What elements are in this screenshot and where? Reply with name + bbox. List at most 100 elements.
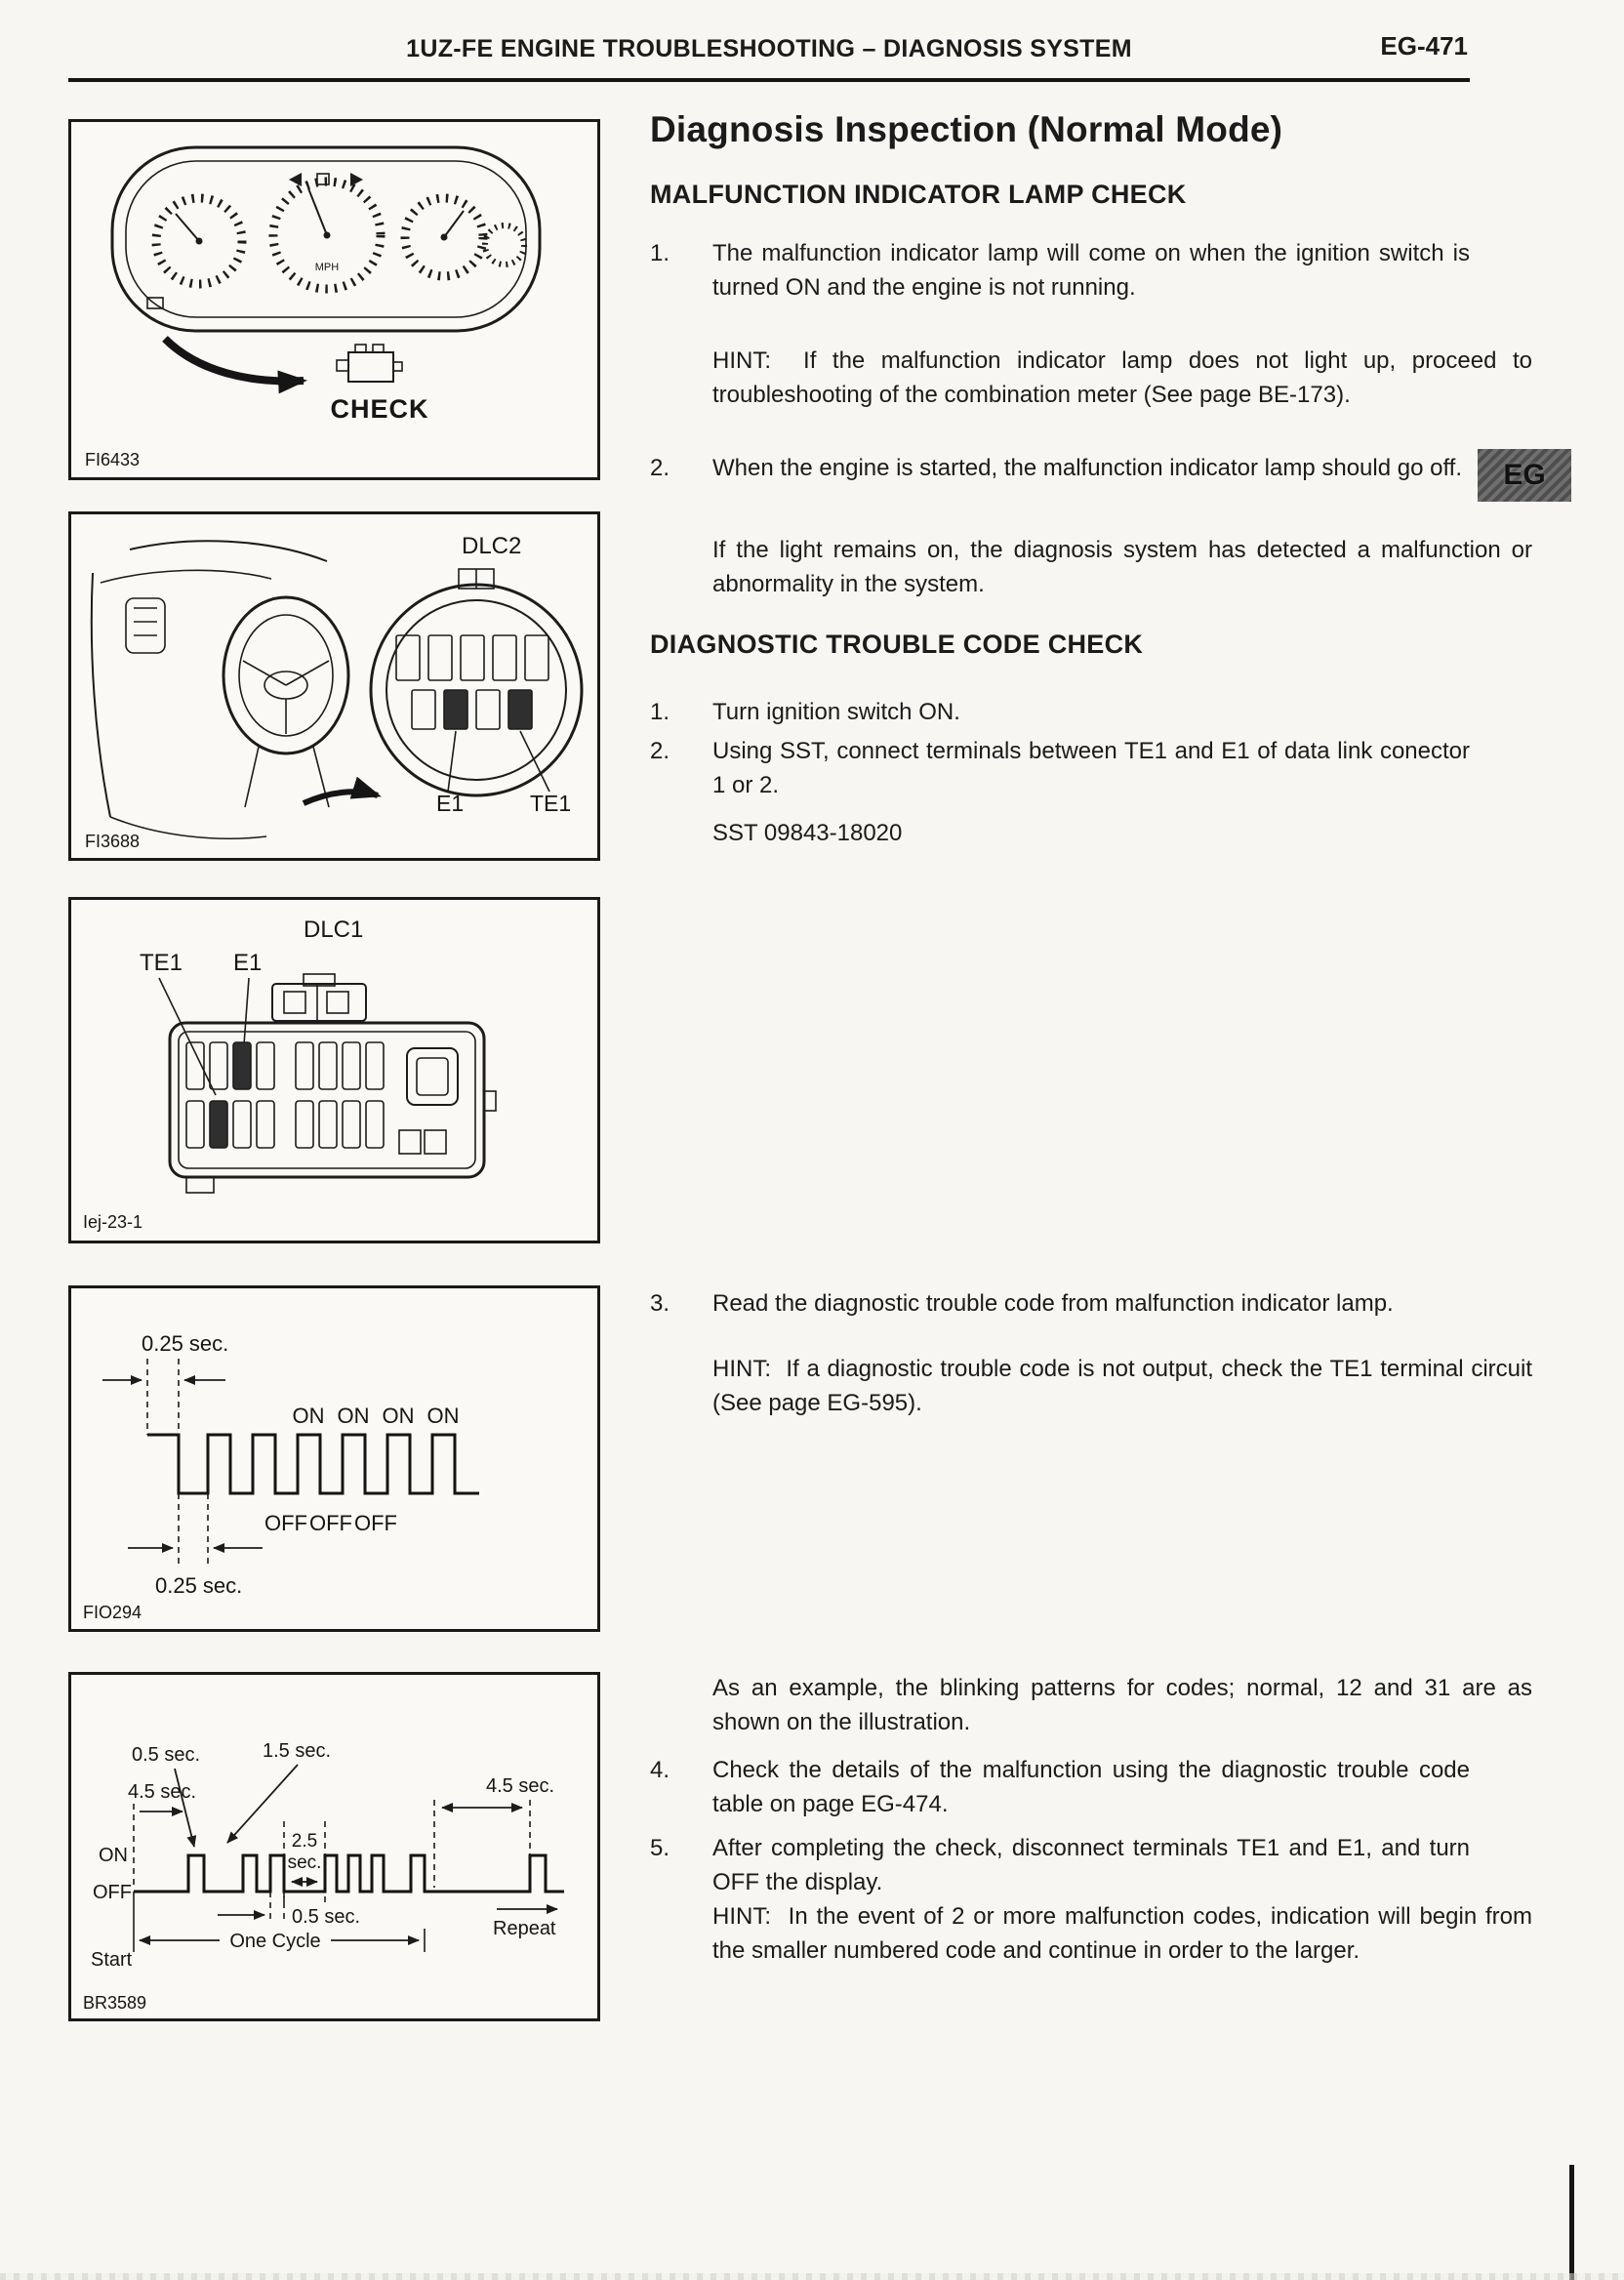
item-number: 4. — [650, 1757, 670, 1783]
start-label: Start — [91, 1949, 133, 1971]
dashboard-sketch — [90, 540, 328, 840]
item-text: After completing the check, disconnect t… — [712, 1835, 1470, 1895]
scan-bottom-edge — [0, 2273, 1624, 2280]
figure-code: FI3688 — [85, 832, 140, 851]
dlc2-illustration: DLC2 E1 TE1 FI3688 — [85, 533, 584, 851]
figure-code-blink-pattern: 0.5 sec. 1.5 sec. 4.5 sec. 4.5 sec. 2.5 … — [68, 1672, 600, 2021]
on-level-label: ON — [99, 1845, 128, 1866]
figure-code: Iej-23-1 — [83, 1212, 142, 1232]
normal-blink-waveform: 0.25 sec. ON ON ON ON OFF OFF OFF 0.25 s… — [83, 1331, 479, 1622]
waveform — [147, 1433, 479, 1495]
off-label: OFF — [264, 1511, 307, 1535]
one-cycle-annotation — [133, 1892, 426, 1952]
figure-code: FI6433 — [85, 450, 140, 469]
on-label: ON — [293, 1404, 325, 1428]
turn-signal-icons — [146, 173, 363, 309]
repeat-gap-annotation — [433, 1800, 531, 1888]
item-text: The malfunction indicator lamp will come… — [712, 240, 1470, 301]
dlc2-connector — [369, 568, 584, 797]
steering-wheel-sketch — [222, 595, 350, 808]
on-row-labels: ON ON ON ON — [293, 1404, 460, 1428]
check-engine-icon — [336, 344, 403, 383]
gauges: MPH — [151, 177, 527, 294]
example-paragraph: As an example, the blinking patterns for… — [712, 1675, 1532, 1735]
page-title: Diagnosis Inspection (Normal Mode) — [650, 109, 1283, 149]
dlc1-top-tab — [271, 973, 367, 1022]
figure-code: BR3589 — [83, 1993, 146, 2013]
check-lamp-label: CHECK — [330, 394, 428, 424]
list-item: 2. Using SST, connect terminals between … — [650, 734, 1470, 802]
te1-label: TE1 — [140, 950, 183, 976]
hint-paragraph: HINT: If a diagnostic trouble code is no… — [712, 1356, 1532, 1416]
list-item: 4. Check the details of the malfunction … — [650, 1753, 1470, 1821]
off-label: OFF — [309, 1511, 352, 1535]
off-label: OFF — [354, 1511, 397, 1535]
hint-paragraph: HINT: If the malfunction indicator lamp … — [712, 347, 1532, 408]
repeat-gap-label: 4.5 sec. — [486, 1775, 554, 1797]
item-number: 2. — [650, 738, 670, 764]
repeat-label: Repeat — [493, 1918, 556, 1939]
item-text: When the engine is started, the malfunct… — [712, 455, 1463, 481]
code-blink-waveform: 0.5 sec. 1.5 sec. 4.5 sec. 4.5 sec. 2.5 … — [83, 1740, 564, 2013]
start-gap-label: 4.5 sec. — [128, 1781, 196, 1803]
te1-label: TE1 — [530, 791, 571, 816]
page-header-title: 1UZ-FE ENGINE TROUBLESHOOTING – DIAGNOSI… — [406, 35, 1132, 62]
item-text: Check the details of the malfunction usi… — [712, 1757, 1470, 1817]
item-number: 5. — [650, 1835, 670, 1861]
page-header: 1UZ-FE ENGINE TROUBLESHOOTING – DIAGNOSI… — [68, 25, 1470, 82]
cluster-outline — [110, 145, 542, 333]
code-gap-label-2: sec. — [288, 1852, 322, 1873]
figure-code: FIO294 — [83, 1603, 142, 1622]
list-item: 1. Turn ignition switch ON. — [650, 695, 1470, 729]
item-text: Read the diagnostic trouble code from ma… — [712, 1290, 1394, 1317]
off-level-label: OFF — [93, 1882, 132, 1903]
code-gap-label-1: 2.5 — [292, 1831, 317, 1852]
pulse-width-label: 0.5 sec. — [132, 1744, 200, 1766]
on-time-label: 0.25 sec. — [142, 1331, 228, 1356]
item-text: Turn ignition switch ON. — [712, 699, 960, 725]
page-number: EG-471 — [1380, 31, 1468, 61]
main-text-column: Diagnosis Inspection (Normal Mode) MALFU… — [650, 0, 1532, 2280]
e1-label: E1 — [233, 950, 262, 976]
list-item: 1. The malfunction indicator lamp will c… — [650, 236, 1470, 305]
dlc1-label: DLC1 — [304, 916, 363, 943]
item-number: 3. — [650, 1290, 670, 1317]
dlc1-illustration: DLC1 TE1 E1 — [83, 916, 497, 1232]
off-time-label: 0.25 sec. — [155, 1573, 242, 1598]
leader-lines — [174, 1764, 299, 1848]
instrument-cluster-illustration: MPH CHECK FI6433 — [85, 145, 542, 469]
e1-label: E1 — [436, 791, 464, 816]
start-gap-annotation — [133, 1804, 183, 1888]
pointer-arrow — [162, 336, 307, 394]
figure-instrument-cluster: MPH CHECK FI6433 — [68, 119, 600, 480]
digit-gap-label: 1.5 sec. — [263, 1740, 331, 1762]
list-item: 2. When the engine is started, the malfu… — [650, 451, 1470, 485]
item-number: 1. — [650, 699, 670, 725]
pulse-width-bottom-label: 0.5 sec. — [292, 1906, 360, 1928]
section-heading-mil-check: MALFUNCTION INDICATOR LAMP CHECK — [650, 180, 1187, 209]
section-heading-dtc-check: DIAGNOSTIC TROUBLE CODE CHECK — [650, 630, 1144, 659]
bottom-pulse-annotation — [218, 1892, 285, 1920]
pointer-arrow — [302, 776, 382, 806]
list-item: 5. After completing the check, disconnec… — [650, 1831, 1470, 1899]
item-number: 2. — [650, 455, 670, 481]
top-interval-annotation — [102, 1359, 225, 1435]
figure-normal-blink-pattern: 0.25 sec. ON ON ON ON OFF OFF OFF 0.25 s… — [68, 1285, 600, 1632]
on-label: ON — [338, 1404, 370, 1428]
figure-dlc2-location: DLC2 E1 TE1 FI3688 — [68, 511, 600, 861]
dlc2-label: DLC2 — [462, 533, 521, 559]
list-item: 3. Read the diagnostic trouble code from… — [650, 1286, 1470, 1321]
scan-edge-bar — [1569, 2165, 1574, 2280]
one-cycle-label: One Cycle — [229, 1931, 320, 1952]
waveform — [134, 1853, 564, 1893]
hint-paragraph: HINT: In the event of 2 or more malfunct… — [712, 1903, 1532, 1964]
sst-number: SST 09843-18020 — [712, 820, 903, 846]
bottom-interval-annotation — [128, 1493, 263, 1564]
off-row-labels: OFF OFF OFF — [264, 1511, 397, 1535]
item-number: 1. — [650, 240, 670, 266]
note-paragraph: If the light remains on, the diagnosis s… — [712, 537, 1532, 597]
item-text: Using SST, connect terminals between TE1… — [712, 738, 1470, 798]
figure-dlc1-connector: DLC1 TE1 E1 — [68, 897, 600, 1243]
on-label: ON — [427, 1404, 460, 1428]
mph-label: MPH — [315, 262, 340, 273]
